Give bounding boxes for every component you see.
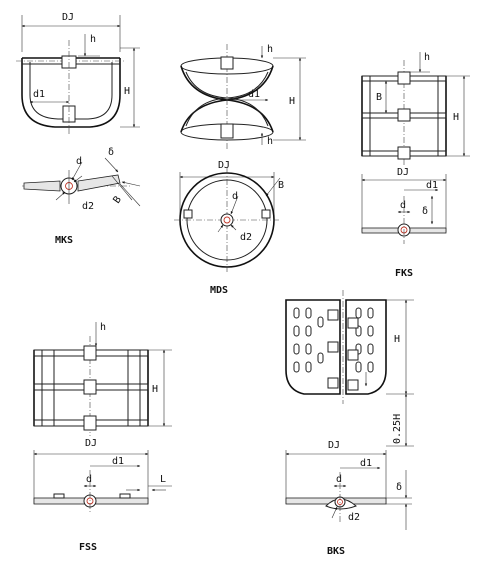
mds-d1-label: d1 xyxy=(248,89,260,100)
fks-dj-label: DJ xyxy=(397,167,409,178)
mks-caption: MKS xyxy=(55,235,73,246)
mks-b-label: B xyxy=(111,194,123,205)
fss-h-big-label: H xyxy=(152,384,158,395)
fss-h-small-label: h xyxy=(100,322,106,333)
fks-h-small-label: h xyxy=(424,52,430,63)
fss-dj-label: DJ xyxy=(85,438,97,449)
fks-delta-label: δ xyxy=(422,206,428,217)
bks-delta-label: δ xyxy=(396,482,402,493)
bks-d-label: d xyxy=(336,474,342,485)
bks-dj-label: DJ xyxy=(328,440,340,451)
mds-d2-label: d2 xyxy=(240,232,252,243)
bks-h-big-label: H xyxy=(394,334,400,345)
mds-h-top-label: h xyxy=(267,44,273,55)
fks-d-label: d xyxy=(400,200,406,211)
mds-h-bottom-label: h xyxy=(267,136,273,147)
fss-d1-label: d1 xyxy=(112,456,124,467)
mds-caption: MDS xyxy=(210,285,228,296)
mks-h-big-label: H xyxy=(124,86,130,97)
mks-dj-label: DJ xyxy=(62,12,74,23)
bks-h-quarter-label: 0.25H xyxy=(392,414,403,444)
fks-h-big-label: H xyxy=(453,112,459,123)
mks-h-small-label: h xyxy=(90,34,96,45)
fss-d-label: d xyxy=(86,474,92,485)
bks-d2-label: d2 xyxy=(348,512,360,523)
mds-dj-label: DJ xyxy=(218,160,230,171)
bks-d1-label: d1 xyxy=(360,458,372,469)
mks-d2-label: d2 xyxy=(82,201,94,212)
fks-caption: FKS xyxy=(395,268,413,279)
fks-b-label: B xyxy=(376,92,382,103)
fss-l-label: L xyxy=(160,474,166,485)
fss-caption: FSS xyxy=(79,542,97,553)
mks-delta-label: δ xyxy=(108,147,114,158)
figure-mks: DJ h H d1 d δ xyxy=(16,12,141,246)
figure-fks: h B H DJ d1 d δ FKS xyxy=(361,52,470,279)
mds-h-big-label: H xyxy=(289,96,295,107)
mds-d-label: d xyxy=(232,191,238,202)
mks-d-label: d xyxy=(76,156,82,167)
mds-b-label: B xyxy=(278,180,284,191)
fks-d1-label: d1 xyxy=(426,180,438,191)
figure-fss: h H DJ d1 d L FSS xyxy=(33,322,172,553)
figure-mds: h H d1 h DJ d B d2 MDS xyxy=(174,44,306,296)
figure-bks: H 0.25H DJ d1 d δ d2 BKS xyxy=(285,290,414,557)
bks-caption: BKS xyxy=(327,546,345,557)
mks-d1-label: d1 xyxy=(33,89,45,100)
